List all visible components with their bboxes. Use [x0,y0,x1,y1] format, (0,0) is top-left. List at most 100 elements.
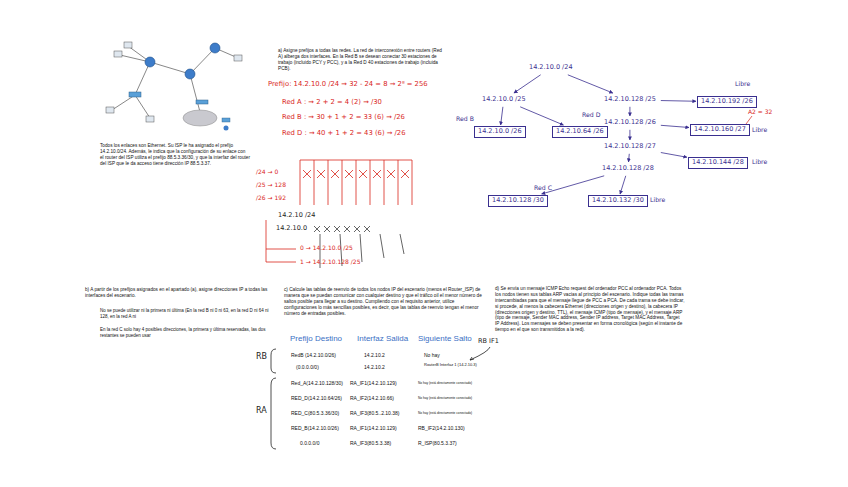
tree-arrow [501,107,503,125]
answer-note: En la red C solo hay 4 posibles direccio… [100,327,270,338]
table-cell: No hay [424,352,440,358]
legend-router-icon [224,126,229,131]
handwritten-note: 1 → 14.2.10.128 /25 [300,258,360,266]
subnet-split: 14.2.10.128 /26 [600,117,660,129]
handwritten-note: Red A : → 2 + 2 = 4 (2) → /30 [282,98,382,106]
subnet-prefix: 14.2.10.128 /25 [604,96,656,104]
subnet-prefix: 14.2.10.128 /28 [602,165,654,173]
router-icon [185,69,195,79]
subnet-box: 14.2.10.160 /27 [690,124,750,136]
answer-note: No se puede utilizar ni la primera ni úl… [100,308,270,319]
table-cell: 14.2.10.2 [364,352,385,358]
subnet-box: 14.2.10.144 /28 [688,157,748,169]
table-cell: 14.2.10.2 [364,364,385,370]
subnet-prefix: 14.2.10.128 /26 [604,119,656,127]
legend-switch-icon [222,118,230,122]
question-text: b) A partir de los prefijos asignados en… [85,287,270,299]
subnet-prefix: 14.2.10.160 /27 [694,126,746,134]
tree-arrow [520,107,563,125]
table-cell: RedB (14.2.10.0/26) [291,352,336,358]
tree-arrow [661,100,696,102]
subnet-prefix: 14.2.10.128 /30 [492,197,544,205]
question-text: d) Se envía un mensaje ICMP Echo request… [495,286,685,333]
pc-icon [146,116,154,122]
table-cell: RA_IF3(80.5.3.38) [350,440,391,446]
handwritten-note: /24 → 0 [256,168,278,176]
subnet-split: 14.2.10.0 /24 [525,62,577,74]
subnet-prefix: 14.2.10.64 /26 [556,128,604,136]
question-text: c) Calcule las tablas de reenvío de todo… [284,287,484,316]
subnet-split: 14.2.10.128 /28 [598,163,658,175]
handwritten-note: /25 → 128 [256,181,286,189]
table-cell: RED_D(14.2.10.64/26) [291,395,342,401]
pc-icon [234,55,242,61]
table-cell: Red_A(14.2.10.128/30) [291,380,343,386]
table-cell: No hay (está directamente conectado) [418,396,472,400]
tree-arrow [568,75,613,93]
tree-arrow [661,125,689,127]
handwritten-note: RB IF1 [478,337,499,345]
subnet-prefix: 14.2.10.132 /30 [592,197,644,205]
table-cell: No hay (está directamente conectado) [418,411,472,415]
table-cell: RouterB Interfaz 1 (14.2.10.3) [424,362,479,367]
handwritten-note: 14.2.10 /24 [278,211,315,219]
handwritten-note: 0 → 14.2.10.0 /25 [300,244,353,252]
subnet-box: 14.2.10.132 /30 [588,195,648,207]
subnet-prefix: 14.2.10.128 /27 [604,143,656,151]
table-header: Siguiente Salto [418,334,472,344]
table-cell: RED_C(80.5.3.36/30) [291,410,339,416]
router-tag: RB [256,352,267,362]
table-brackets [271,347,490,449]
router-icon [210,43,220,53]
table-cell: RED_B(14.2.10.0/26) [291,425,339,431]
handwriting-marks [266,160,412,262]
table-cell: No hay (está directamente conectado) [418,381,472,385]
free-label: Libre [650,196,665,204]
subnet-split: 14.2.10.128 /25 [600,94,660,106]
handwritten-note: Red B : → 30 + 1 + 2 = 33 (6) → /26 [282,113,405,121]
switch-icon [196,100,208,104]
pc-icon [124,42,132,48]
internet-cloud [183,110,217,126]
table-header: Interfaz Salida [357,334,408,344]
scenario-text: Todos los enlaces son Ethernet. Su ISP l… [100,143,250,167]
router-tag: RA [256,406,267,416]
tree-arrow [629,107,630,116]
subnet-split: 14.2.10.128 /27 [600,141,660,153]
table-cell: RA_IF2(14.2.10.66) [350,395,394,401]
handwritten-note: A2 = 32 [748,108,772,116]
table-cell: RA_IF3(80.5..2.10.38) [350,410,399,416]
handwritten-note: Red D : → 40 + 1 + 2 = 43 (6) → /26 [282,129,406,137]
network-label: Red D [582,111,601,119]
subnet-box: 14.2.10.64 /26 [552,126,608,138]
tree-arrow [620,176,626,194]
router-icon [145,57,155,67]
subnet-prefix: 14.2.10.0 /26 [478,128,522,136]
question-text: a) Asigne prefijos a todas las redes. La… [278,48,446,72]
subnet-box: 14.2.10.128 /30 [488,195,548,207]
switch-icon [129,92,141,97]
table-header: Prefijo Destino [290,334,342,344]
subnet-box: 14.2.10.192 /26 [697,96,757,108]
subnet-prefix: 14.2.10.0 /25 [482,96,526,104]
tree-arrow [629,130,630,140]
handwritten-note: Prefijo: 14.2.10.0 /24 → 32 - 24 = 8 → 2… [268,80,428,88]
subnet-box: 14.2.10.0 /26 [474,126,526,138]
pc-icon [106,107,114,113]
subnet-split: 14.2.10.0 /25 [478,94,530,106]
table-cell: 0.0.0.0/0 [300,440,319,446]
table-cell: RA_IF1(14.2.10.129) [350,425,397,431]
free-label: Libre [752,158,767,166]
tree-arrow [661,153,687,158]
network-illustration [100,40,245,140]
handwritten-note: /26 → 192 [256,194,286,202]
handwritten-note: 14.2.10.0 [276,224,307,232]
free-label: Libre [735,80,750,88]
network-label: Red C [534,184,552,192]
tree-arrow [514,75,541,93]
subnet-prefix: 14.2.10.0 /24 [529,64,573,72]
free-label: Libre [752,126,767,134]
table-cell: R_ISP(80.5.3.37) [418,440,457,446]
table-cell: RA_IF1(14.2.10.129) [350,380,397,386]
subnet-prefix: 14.2.10.144 /28 [692,159,744,167]
